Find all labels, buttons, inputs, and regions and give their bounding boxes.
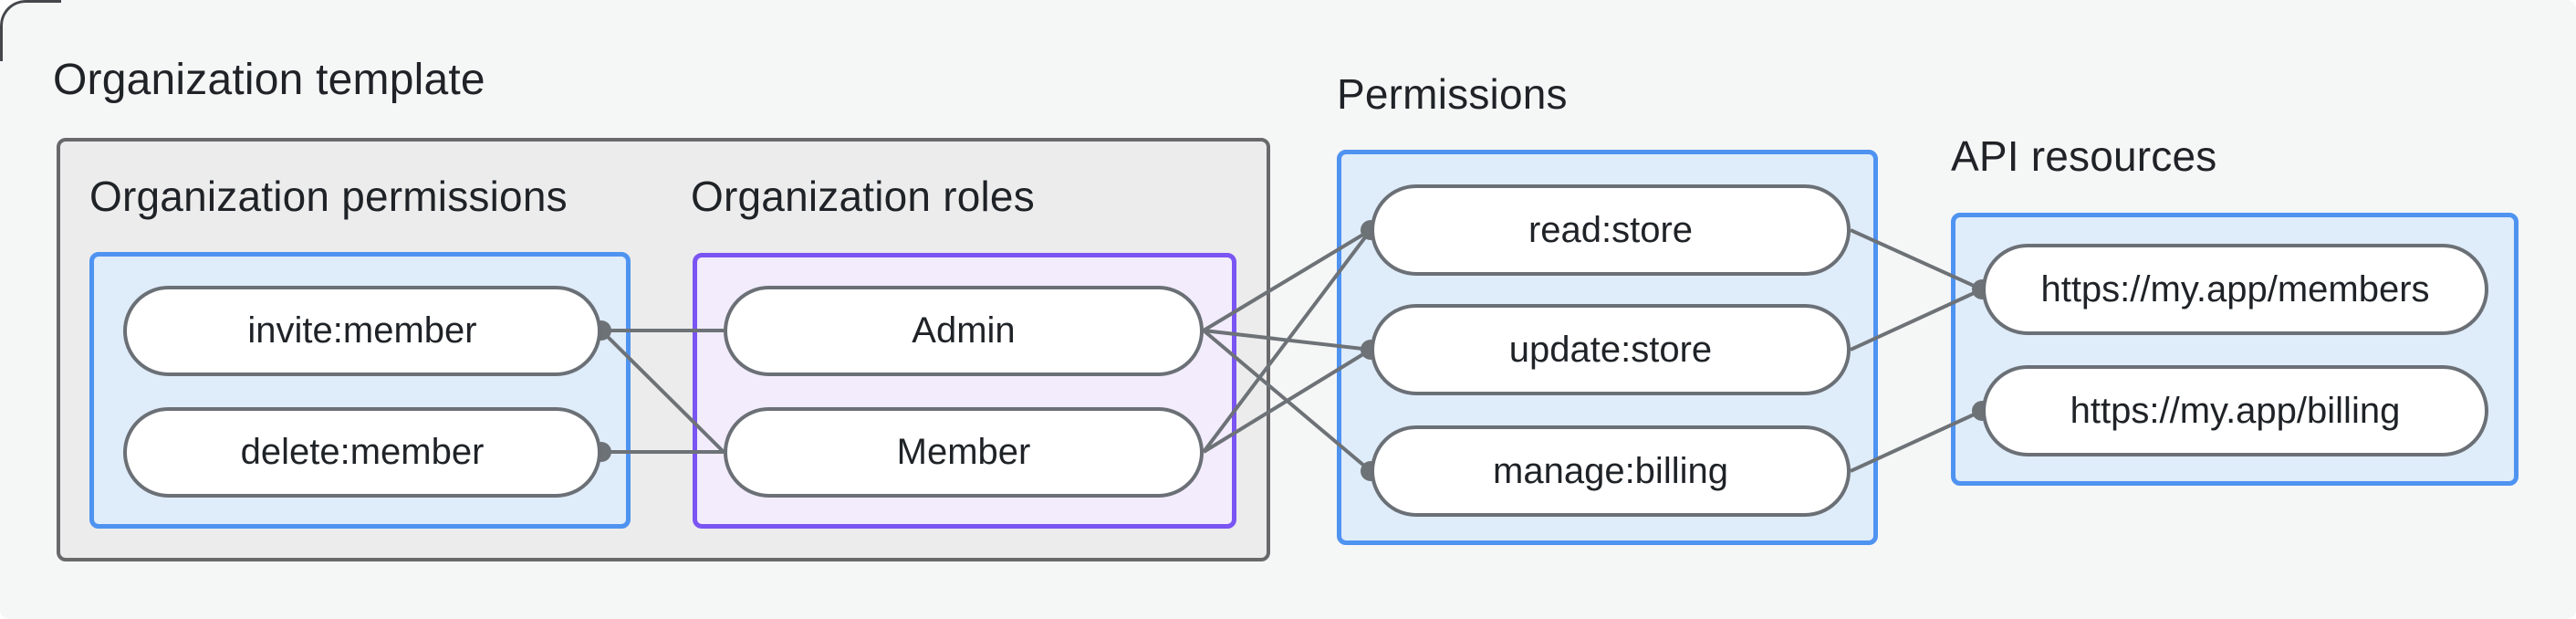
node-manage-billing: manage:billing xyxy=(1371,425,1851,517)
window-corner-decoration xyxy=(0,0,61,61)
node-role-member: Member xyxy=(724,407,1204,498)
api-resources-label: API resources xyxy=(1951,132,2217,180)
org-roles-label: Organization roles xyxy=(691,173,1035,220)
org-permissions-label: Organization permissions xyxy=(89,173,568,220)
node-update-store: update:store xyxy=(1371,304,1851,395)
permissions-label: Permissions xyxy=(1337,70,1568,118)
node-read-store: read:store xyxy=(1371,184,1851,276)
node-role-admin: Admin xyxy=(724,286,1204,376)
node-invite-member: invite:member xyxy=(123,286,601,376)
diagram-title: Organization template xyxy=(53,56,485,104)
node-api-billing: https://my.app/billing xyxy=(1982,365,2488,456)
node-delete-member: delete:member xyxy=(123,407,601,498)
node-api-members: https://my.app/members xyxy=(1982,244,2488,335)
